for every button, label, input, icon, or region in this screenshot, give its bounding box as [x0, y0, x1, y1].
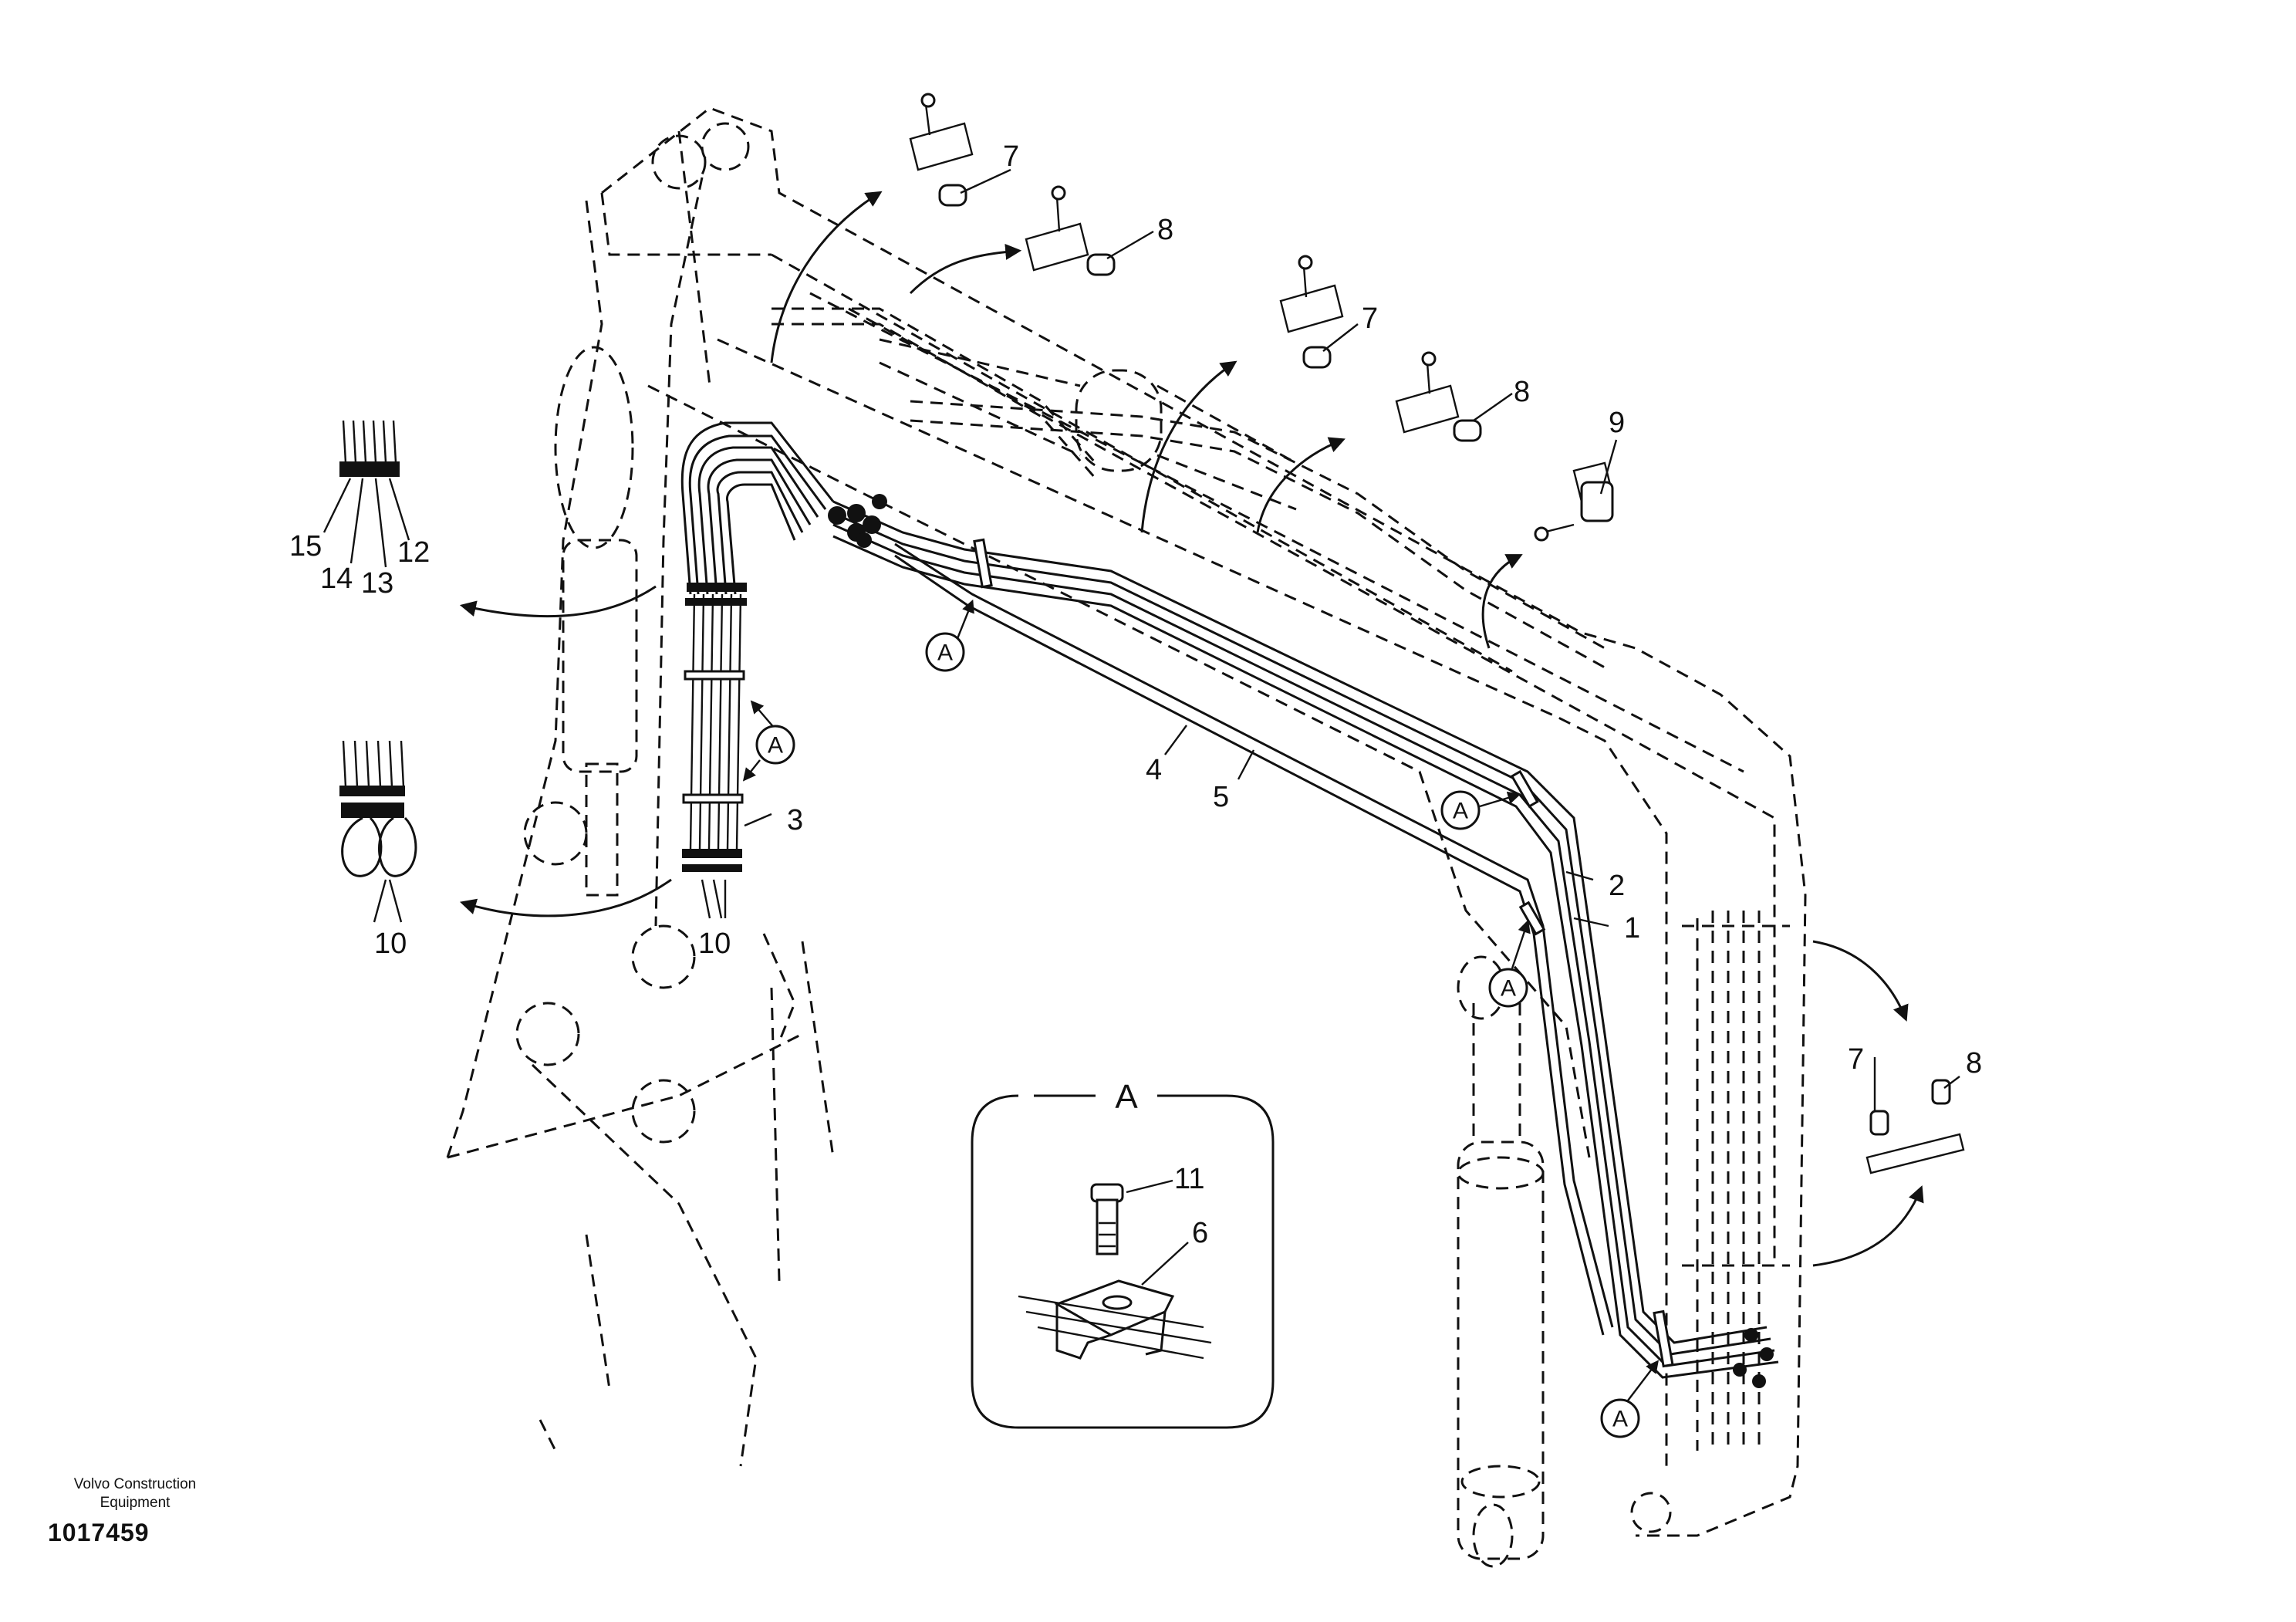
clamp-marker-label: A [1612, 1407, 1628, 1432]
boom-cylinder [879, 338, 1297, 511]
callout-13: 13 [361, 567, 393, 600]
clamp-marker-label: A [1501, 976, 1516, 1002]
clamp-7-8-right [1866, 1079, 1965, 1174]
detail-view-a [971, 1094, 1275, 1429]
callout-8-top: 8 [1157, 214, 1173, 246]
arm-outline [446, 122, 835, 1467]
clamp-marker-label: A [1453, 799, 1468, 824]
clamp-8-top [1025, 185, 1116, 276]
indication-arrows [459, 191, 1924, 1267]
clamp-bolt [1090, 1183, 1124, 1255]
hose-end-loops [339, 740, 727, 923]
boom-outline [600, 106, 1807, 1537]
callout-7-right: 7 [1848, 1043, 1864, 1076]
boom-hoses [828, 494, 1779, 1388]
callout-9: 9 [1609, 407, 1625, 439]
clamp-7-top [909, 93, 974, 207]
brand-label: Volvo Construction Equipment [46, 1475, 224, 1512]
callout-5: 5 [1213, 781, 1229, 813]
brand-line-2: Equipment [100, 1495, 171, 1511]
callout-1: 1 [1624, 912, 1640, 944]
callout-12: 12 [397, 536, 430, 569]
clamp-marker-arm-end: A [1600, 1360, 1660, 1438]
clamp-parts [909, 93, 1965, 1174]
callout-6: 6 [1192, 1217, 1208, 1249]
callout-3: 3 [787, 804, 803, 836]
clamp-9 [1534, 461, 1614, 542]
hose-end-fittings [322, 420, 410, 568]
callout-14: 14 [320, 563, 353, 595]
callout-10-bundle: 10 [698, 928, 731, 960]
clamp-marker-boom-mid: A [1440, 790, 1521, 830]
callout-10-left: 10 [374, 928, 407, 960]
clamp-marker-boom-lower: A [1488, 919, 1531, 1008]
callout-7-top: 7 [1003, 140, 1019, 173]
callout-numbers: 7 8 7 8 9 15 14 13 12 3 10 10 4 5 2 1 7 … [289, 140, 1982, 1249]
callout-7-mid: 7 [1362, 302, 1378, 335]
hose-bundle-left [680, 421, 835, 872]
clamp-marker-boom-upper: A [925, 599, 974, 672]
callout-2: 2 [1609, 870, 1625, 902]
clamp-8-mid [1395, 351, 1482, 442]
clamp-7-mid [1279, 255, 1344, 369]
clamp-body [1018, 1279, 1212, 1360]
clamp-marker-label: A [768, 733, 783, 759]
callout-4: 4 [1146, 754, 1162, 786]
callout-8-mid: 8 [1514, 376, 1530, 408]
clamp-markers: A A A A A [742, 599, 1660, 1438]
callout-15: 15 [289, 530, 322, 563]
leader-lines [744, 168, 1960, 1286]
brand-line-1: Volvo Construction [73, 1476, 197, 1492]
detail-view-label: A [1115, 1078, 1138, 1116]
callout-11: 11 [1174, 1163, 1204, 1195]
arm-cylinder [1457, 955, 1672, 1568]
document-number: 1017459 [48, 1519, 150, 1546]
clamp-marker-arm-2 [742, 759, 761, 782]
callout-8-right: 8 [1966, 1047, 1982, 1080]
clamp-marker-arm-1: A [750, 700, 795, 765]
clamp-marker-label: A [937, 640, 953, 666]
